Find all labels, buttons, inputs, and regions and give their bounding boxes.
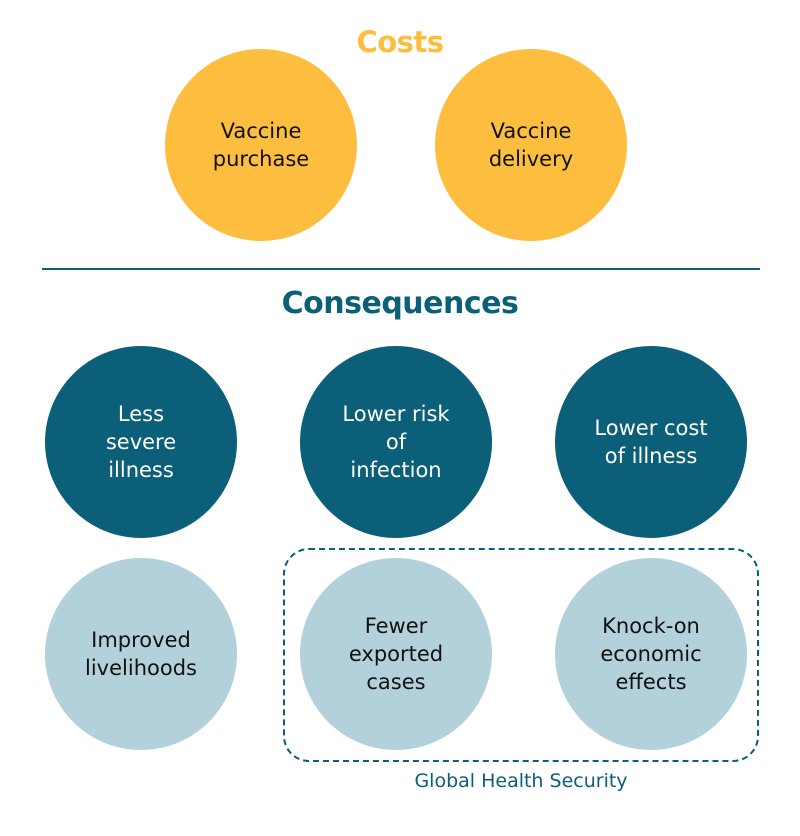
cost-label-vaccine-delivery: Vaccine delivery	[488, 119, 574, 171]
costs-heading: Costs	[356, 25, 444, 59]
cost-label-vaccine-purchase: Vaccine purchase	[212, 119, 310, 171]
section-divider	[42, 268, 760, 270]
consequence-label-less-severe-illness: Less severe illness	[105, 402, 177, 482]
consequence-circle-lower-cost-of-illness: Lower cost of illness	[555, 346, 747, 538]
consequence-circle-improved-livelihoods: Improved livelihoods	[45, 558, 237, 750]
consequence-label-lower-cost-of-illness: Lower cost of illness	[594, 416, 708, 468]
consequence-label-lower-risk-of-infection: Lower risk of infection	[342, 402, 450, 482]
global-health-security-label: Global Health Security	[414, 770, 628, 792]
consequence-label-fewer-exported-cases: Fewer exported cases	[348, 614, 444, 694]
consequence-circle-fewer-exported-cases: Fewer exported cases	[300, 558, 492, 750]
cost-circle-vaccine-purchase: Vaccine purchase	[165, 49, 357, 241]
consequence-circle-lower-risk-of-infection: Lower risk of infection	[300, 346, 492, 538]
consequence-label-knock-on-economic-effects: Knock-on economic effects	[600, 614, 702, 694]
consequence-circle-less-severe-illness: Less severe illness	[45, 346, 237, 538]
consequence-circle-knock-on-economic-effects: Knock-on economic effects	[555, 558, 747, 750]
consequences-heading: Consequences	[281, 286, 519, 321]
cost-circle-vaccine-delivery: Vaccine delivery	[435, 49, 627, 241]
global-health-security-group-box	[283, 548, 759, 762]
consequence-label-improved-livelihoods: Improved livelihoods	[85, 628, 197, 680]
